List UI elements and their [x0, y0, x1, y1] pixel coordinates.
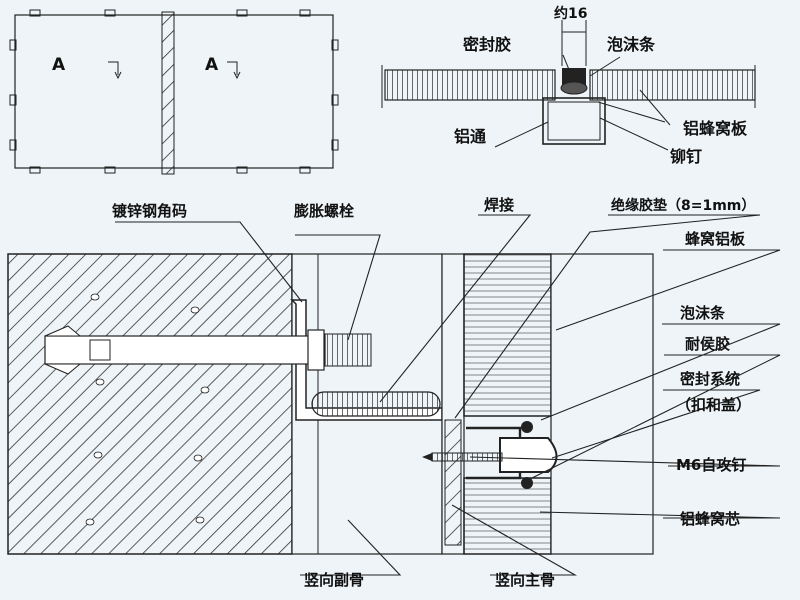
main-mullion-label: 竖向主骨 [495, 571, 555, 589]
seal-system-sub-label: （扣和盖） [676, 396, 751, 414]
sealant-label: 密封胶 [462, 35, 511, 54]
leader-lines [115, 214, 781, 576]
honeycomb-panel-label: 铝蜂窝板 [683, 119, 748, 138]
section-detail [7, 253, 654, 555]
foam-strip-label: 泡沫条 [607, 35, 656, 54]
aluminum-tube-label: 铝通 [454, 127, 486, 146]
section-foam-strip-label: 泡沫条 [680, 304, 726, 322]
panel-mark-left: A [52, 55, 66, 75]
honeycomb-core-label: 铝蜂窝芯 [680, 510, 740, 528]
seal-system-label: 密封系统 [680, 370, 740, 388]
elevation-view: A A [9, 9, 339, 175]
weld-label: 焊接 [484, 196, 514, 214]
galvanized-angle-label: 镀锌钢角码 [112, 202, 187, 220]
insulation-pad-label: 绝缘胶垫（8=1mm） [611, 197, 755, 214]
rivet-label: 铆钉 [670, 147, 702, 166]
honeycomb-aluminum-panel-label: 蜂窝铝板 [685, 230, 746, 248]
expansion-bolt-label: 膨胀螺栓 [294, 202, 354, 220]
self-tapping-screw-label: M6自攻钉 [676, 456, 746, 474]
joint-width-label: 约16 [554, 5, 587, 22]
joint-detail: 约16 密封胶 泡沫条 铝通 铝蜂窝板 铆钉 [381, 5, 756, 166]
secondary-mullion-label: 竖向副骨 [304, 571, 364, 589]
weather-sealant-label: 耐侯胶 [685, 335, 730, 353]
panel-mark-right: A [205, 55, 219, 75]
